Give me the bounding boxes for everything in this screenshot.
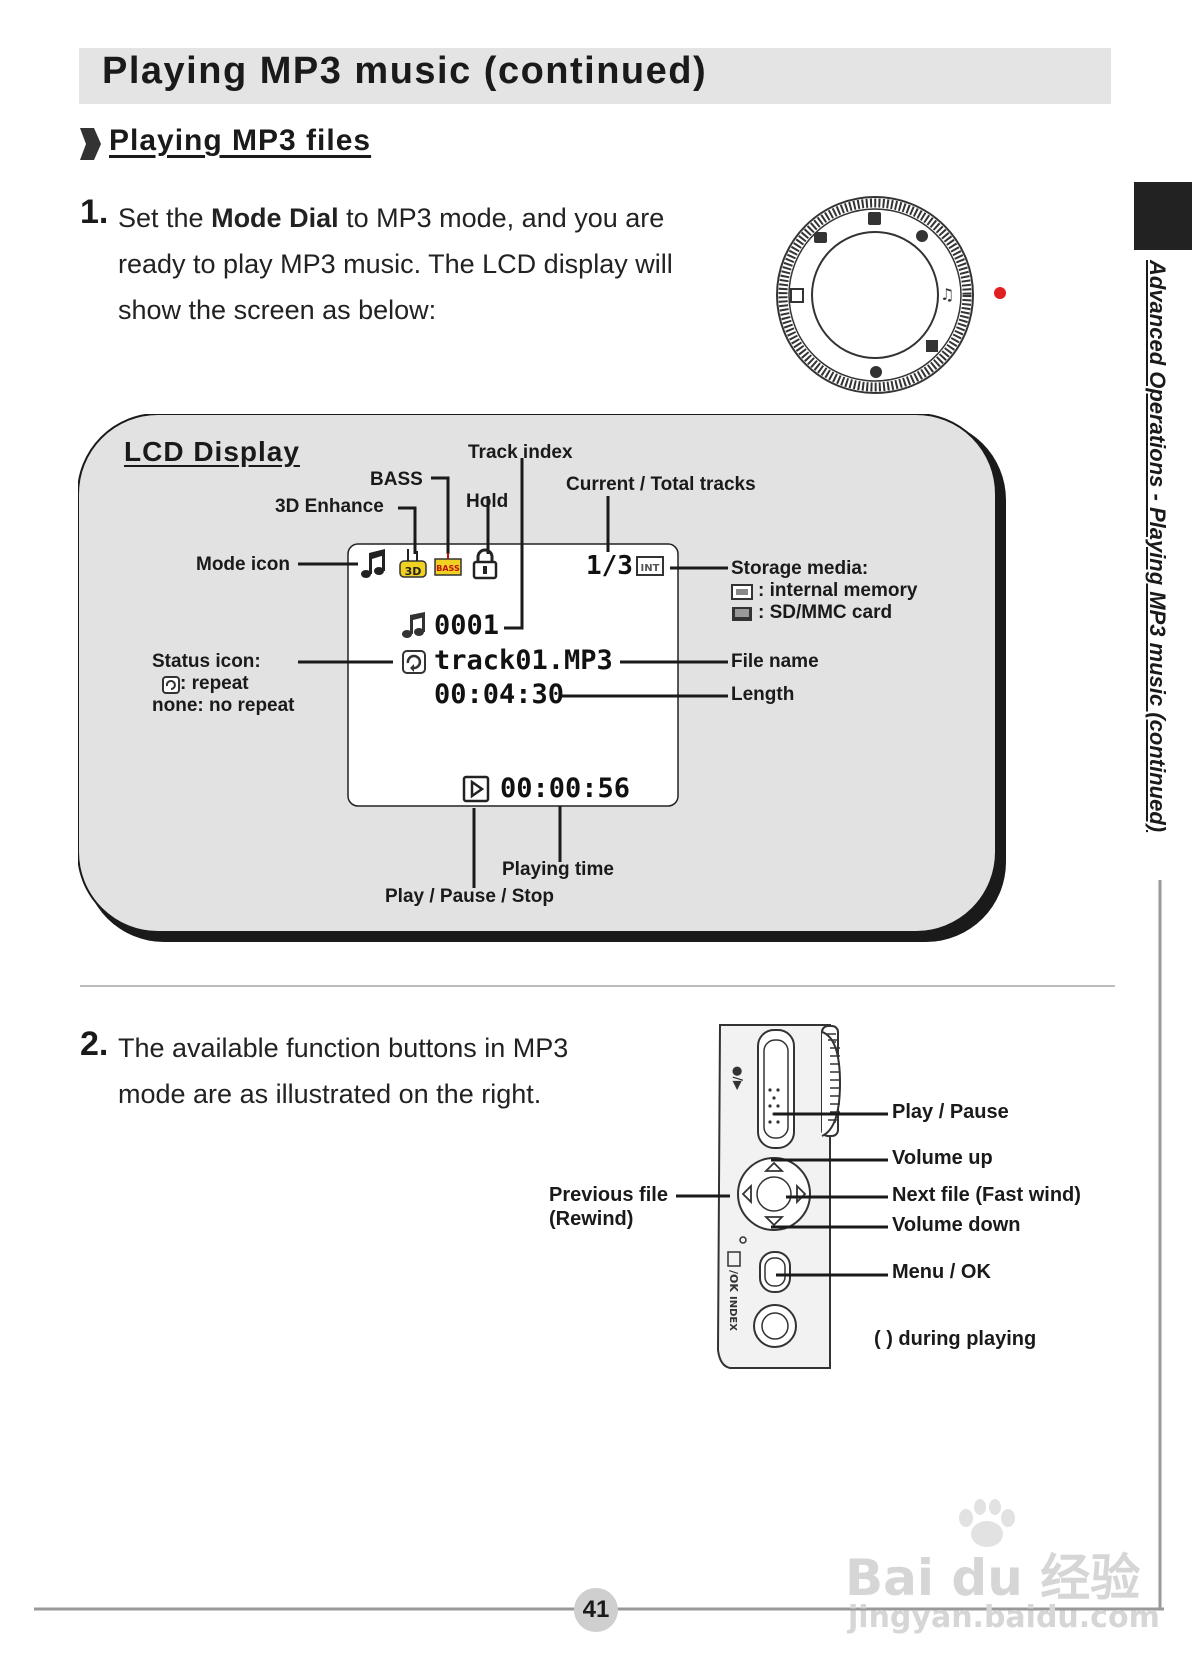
mode-dial-illustration: ♫ (776, 196, 974, 394)
step2-line2: mode are as illustrated on the right. (118, 1079, 542, 1109)
elapsed-time: 00:00:56 (500, 773, 631, 804)
svg-text:●/▶: ●/▶ (731, 1066, 745, 1091)
storage-indicator-text: INT (641, 563, 660, 574)
side-tab (1134, 182, 1192, 250)
bass-icon-text: BASS (436, 564, 460, 573)
volume-down-label: Volume down (892, 1214, 1021, 1236)
track-length: 00:04:30 (434, 679, 565, 710)
lcd-heading: LCD Display (124, 436, 300, 467)
bass-icon: BASS (434, 553, 462, 577)
hold-label: Hold (466, 491, 509, 512)
hold-lock-icon (472, 548, 498, 580)
storage-indicator-icon: INT (636, 556, 664, 576)
step2-number: 2. (80, 1025, 109, 1063)
lcd-leader-lines (298, 458, 728, 888)
page-title: Playing MP3 music (continued) (102, 50, 708, 92)
storage-internal-text: : internal memory (758, 580, 918, 601)
mode-icon-label: Mode icon (196, 554, 290, 575)
playing-time-label: Playing time (502, 859, 614, 880)
track-note-icon (402, 612, 425, 638)
bass-label: BASS (370, 469, 423, 490)
current-total-tracks-label: Current / Total tracks (566, 474, 756, 495)
side-rule (1158, 880, 1162, 1610)
status-repeat-text: : repeat (180, 673, 249, 694)
previous-file-label: Previous file (549, 1184, 668, 1206)
storage-media-label: Storage media: (731, 558, 869, 579)
internal-memory-icon (731, 584, 753, 600)
play-state-icon (462, 775, 490, 803)
section-marker-icon (80, 128, 101, 160)
camera-index-text: INDEX (727, 1296, 738, 1331)
file-name-label: File name (731, 651, 819, 672)
play-pause-stop-label: Play / Pause / Stop (385, 886, 554, 907)
play-pause-label: Play / Pause (892, 1101, 1009, 1123)
track-number: 0001 (434, 610, 500, 641)
music-mode-icon (361, 549, 385, 578)
step1-line1-post: to MP3 mode, and you are (338, 203, 665, 233)
status-repeat-icon (402, 650, 426, 674)
watermark-url: jingyan.baidu.com (848, 1600, 1160, 1635)
page-number: 41 (574, 1588, 618, 1632)
svg-text:♫: ♫ (940, 285, 954, 304)
storage-card-text: : SD/MMC card (758, 602, 893, 623)
title-bar (79, 48, 1111, 104)
baidu-paw-logo-icon (959, 1499, 1015, 1547)
status-none-text: none: no repeat (152, 695, 295, 716)
camera-leader-lines (676, 1112, 888, 1277)
step2-line1: The available function buttons in MP3 (118, 1033, 569, 1063)
step1-line2: ready to play MP3 music. The LCD display… (118, 249, 673, 279)
lcd-panel (78, 414, 1006, 942)
repeat-icon (162, 676, 180, 694)
watermark-brand: Bai du 经验 (845, 1549, 1141, 1607)
rewind-label: (Rewind) (549, 1208, 634, 1230)
step1-line1-pre: Set the (118, 203, 212, 233)
3d-enhance-icon-text: 3D (405, 565, 422, 578)
section-title: Playing MP3 files (109, 124, 372, 157)
track-count: 1/3 (586, 551, 633, 581)
volume-up-label: Volume up (892, 1147, 993, 1169)
step2-text: The available function buttons in MP3 mo… (118, 1025, 678, 1117)
during-playing-label: ( ) during playing (874, 1328, 1037, 1350)
camera-ok-text: /OK (727, 1270, 740, 1292)
status-icon-label: Status icon: (152, 651, 261, 672)
red-indicator-dot-icon (994, 287, 1006, 299)
step1-line1: Set the Mode Dial to MP3 mode, and you a… (118, 195, 738, 241)
track-index-label: Track index (468, 442, 573, 463)
section-divider (80, 985, 1115, 987)
3d-enhance-icon: 3D (398, 549, 428, 579)
step1-line3: show the screen as below: (118, 295, 437, 325)
file-name: track01.MP3 (434, 645, 613, 676)
step1-line1-bold: Mode Dial (211, 203, 339, 233)
step1-text: Set the Mode Dial to MP3 mode, and you a… (118, 195, 738, 333)
length-label: Length (731, 684, 795, 705)
sd-card-icon (732, 607, 752, 621)
menu-ok-label: Menu / OK (892, 1261, 991, 1283)
step1-number: 1. (80, 193, 109, 231)
camera-zoom-wheel (821, 1031, 842, 1137)
3d-enhance-label: 3D Enhance (275, 496, 384, 517)
next-file-label: Next file (Fast wind) (892, 1184, 1081, 1206)
